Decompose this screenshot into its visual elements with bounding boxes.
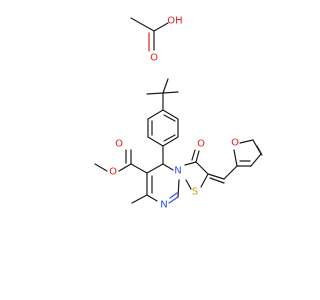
bond (177, 179, 180, 198)
atom-label: N (160, 200, 167, 211)
bond (168, 196, 179, 204)
structure-canvas: OH O (94, 16, 263, 211)
bond (162, 78, 169, 94)
bond (131, 194, 148, 204)
atom-label: O (197, 139, 205, 150)
bond (163, 134, 176, 142)
bond (191, 149, 196, 161)
atom-label: N (174, 166, 181, 177)
bond (130, 163, 148, 174)
bond (184, 161, 197, 166)
atom-label: O (115, 139, 123, 150)
atom-label: S (192, 187, 198, 198)
bond (146, 163, 164, 174)
bond (146, 194, 158, 202)
bond (195, 150, 200, 163)
bond (223, 165, 238, 180)
bond (207, 173, 225, 180)
atom-label: O (109, 167, 117, 178)
bond (250, 153, 262, 167)
bond (162, 136, 179, 147)
bond (118, 163, 132, 172)
bond (169, 192, 178, 199)
atom-label: OH (167, 16, 182, 27)
bond (162, 163, 174, 171)
atom-label: O (231, 138, 239, 149)
bond (147, 109, 164, 120)
bond (195, 161, 209, 175)
bond (147, 136, 164, 147)
bond (162, 109, 179, 120)
atom-label: O (150, 53, 158, 64)
chemical-structure-svg: OH O (94, 16, 263, 211)
bond (185, 179, 192, 190)
bond (146, 92, 164, 95)
bond (163, 114, 176, 122)
bond (233, 149, 238, 167)
acetic-acid: OH O (130, 16, 183, 64)
bond (94, 163, 108, 172)
main-compound: O O O O N N S (94, 78, 263, 211)
bond (200, 173, 209, 188)
bond (130, 17, 155, 32)
bond (209, 177, 225, 184)
bond (239, 139, 254, 144)
bond (153, 22, 169, 32)
bond (162, 91, 179, 94)
